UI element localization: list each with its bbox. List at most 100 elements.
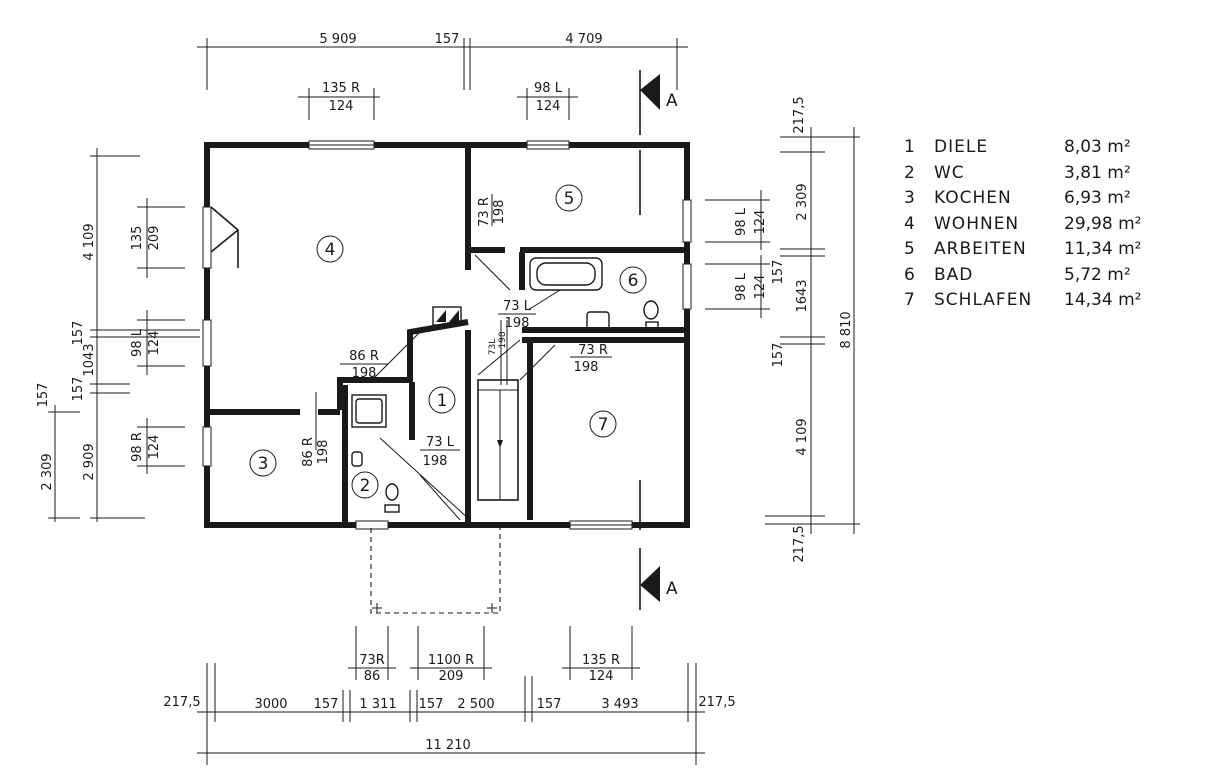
legend-room-number: 6 [904,264,915,285]
bottom-opening-1-under: 86 [364,669,381,684]
door-arbeiten-under: 198 [492,200,507,225]
right-dim-7: 217,5 [792,525,807,562]
legend-row: 4 WOHNEN 29,98 m² [900,213,1160,239]
wc-toilet-icon [385,483,399,501]
right-dim-1: 217,5 [792,96,807,133]
legend-area-unit: m² [1107,188,1131,208]
room-marker-5-label: 5 [564,189,575,209]
bottom-opening-1-over: 73R [359,653,385,668]
left-dim-3: 1043 [82,343,97,376]
bottom-dim-3: 157 [314,697,339,712]
bottom-opening-3-over: 135 R [582,653,620,668]
legend-area-value: 14,34 [1064,290,1113,310]
legend-area-value: 6,93 [1064,188,1102,208]
door-stair-under: 198 [498,331,508,348]
top-window-1-under: 124 [329,99,354,114]
left-window-dims: 135 209 98 L 124 98 R 124 [130,198,185,474]
legend-room-number: 7 [904,290,915,310]
left-window-2-under: 124 [147,331,162,356]
section-label-bottom: A [666,579,678,599]
bottom-opening-3-under: 124 [589,669,614,684]
legend-room-number: 4 [904,213,915,234]
left-dim-4: 157 [71,377,86,402]
right-dim-5: 157 [771,343,786,368]
section-label-top: A [666,91,678,111]
fireplace-icon [432,306,462,326]
legend-room-area: 3,81 m² [1064,162,1131,184]
room-marker-6-label: 6 [628,271,639,291]
legend-row: 6 BAD 5,72 m² [900,264,1160,290]
top-window-1-over: 135 R [322,81,360,96]
legend-area-value: 3,81 [1064,162,1102,183]
door-wc-under: 198 [423,454,448,469]
door-kochen-under: 198 [316,440,331,465]
left-far-dim: 2 309 [40,453,55,490]
legend-area-value: 5,72 [1064,264,1102,285]
room-marker-3: 3 [249,449,277,477]
bottom-opening-2-under: 209 [439,669,464,684]
right-dim-4: 1643 [795,279,810,312]
sink-icon [586,311,610,330]
legend-room-area: 6,93 m² [1064,187,1131,209]
left-dim-1: 4 109 [82,223,97,260]
legend-area-unit: m² [1107,264,1131,285]
door-bad-over: 73 L [503,299,532,314]
room-marker-7-label: 7 [598,415,609,435]
terrace-outline [370,528,501,614]
left-dimension-chain: 4 109 157 1043 157 2 909 2 309 157 [36,148,200,522]
room-marker-4-label: 4 [325,240,336,260]
right-dim-2: 2 309 [795,183,810,220]
fixtures [351,257,659,513]
legend-room-name: ARBEITEN [934,239,1027,259]
legend-room-number: 3 [904,188,915,208]
door-arbeiten-over: 73 R [477,197,492,227]
left-dim-5: 2 909 [82,443,97,480]
right-window-1-under: 124 [753,210,768,235]
left-window-1-over: 135 [130,226,145,251]
section-marker-bottom: A [639,480,678,610]
right-window-2-over: 98 L [734,272,749,301]
legend-room-name: WC [934,162,965,183]
section-marker-top: A [639,70,678,215]
legend-row: 5 ARBEITEN 11,34 m² [900,238,1160,264]
section-arrow-top-icon [640,74,660,110]
stair-arrow-icon [497,440,503,448]
right-window-2-under: 124 [753,275,768,300]
door-swings [315,254,561,521]
bottom-dim-1: 217,5 [163,695,200,710]
door-schlafen-under: 198 [574,360,599,375]
room-markers: 1 2 3 4 5 6 7 [249,184,647,499]
right-window-1-over: 98 L [734,207,749,236]
legend-row: 1 DIELE 8,03 m² [900,136,1160,162]
door-kochen-over: 86 R [301,437,316,467]
room-marker-1: 1 [428,386,456,414]
right-dim-3: 157 [771,260,786,285]
toilet-icon [643,300,659,320]
legend-area-unit: m² [1107,162,1131,183]
top-dim-1: 5 909 [319,32,356,47]
wc-sink-icon [351,451,363,467]
door-wc-over: 73 L [426,435,455,450]
shower-icon [351,394,387,428]
room-legend: 1 DIELE 8,03 m² 2 WC 3,81 m² 3 KOCHEN 6,… [900,136,1160,315]
top-window-2-under: 124 [536,99,561,114]
legend-room-area: 29,98 m² [1064,213,1141,235]
legend-row: 2 WC 3,81 m² [900,162,1160,188]
legend-room-name: SCHLAFEN [934,290,1033,310]
room-marker-4: 4 [316,235,344,263]
top-dimension-chain: 5 909 157 4 709 [197,32,688,90]
legend-room-name: KOCHEN [934,188,1012,208]
left-dim-2: 157 [71,321,86,346]
bottom-dim-2: 3000 [254,697,287,712]
room-marker-3-label: 3 [258,454,269,474]
staircase [477,320,521,501]
room-marker-2-label: 2 [360,476,371,496]
legend-room-number: 5 [904,239,915,259]
legend-room-name: WOHNEN [934,213,1020,234]
section-arrow-bottom-icon [640,566,660,602]
room-marker-6: 6 [619,266,647,294]
right-dim-6: 4 109 [795,418,810,455]
top-dim-2: 157 [435,32,460,47]
legend-room-area: 11,34 m² [1064,238,1141,260]
